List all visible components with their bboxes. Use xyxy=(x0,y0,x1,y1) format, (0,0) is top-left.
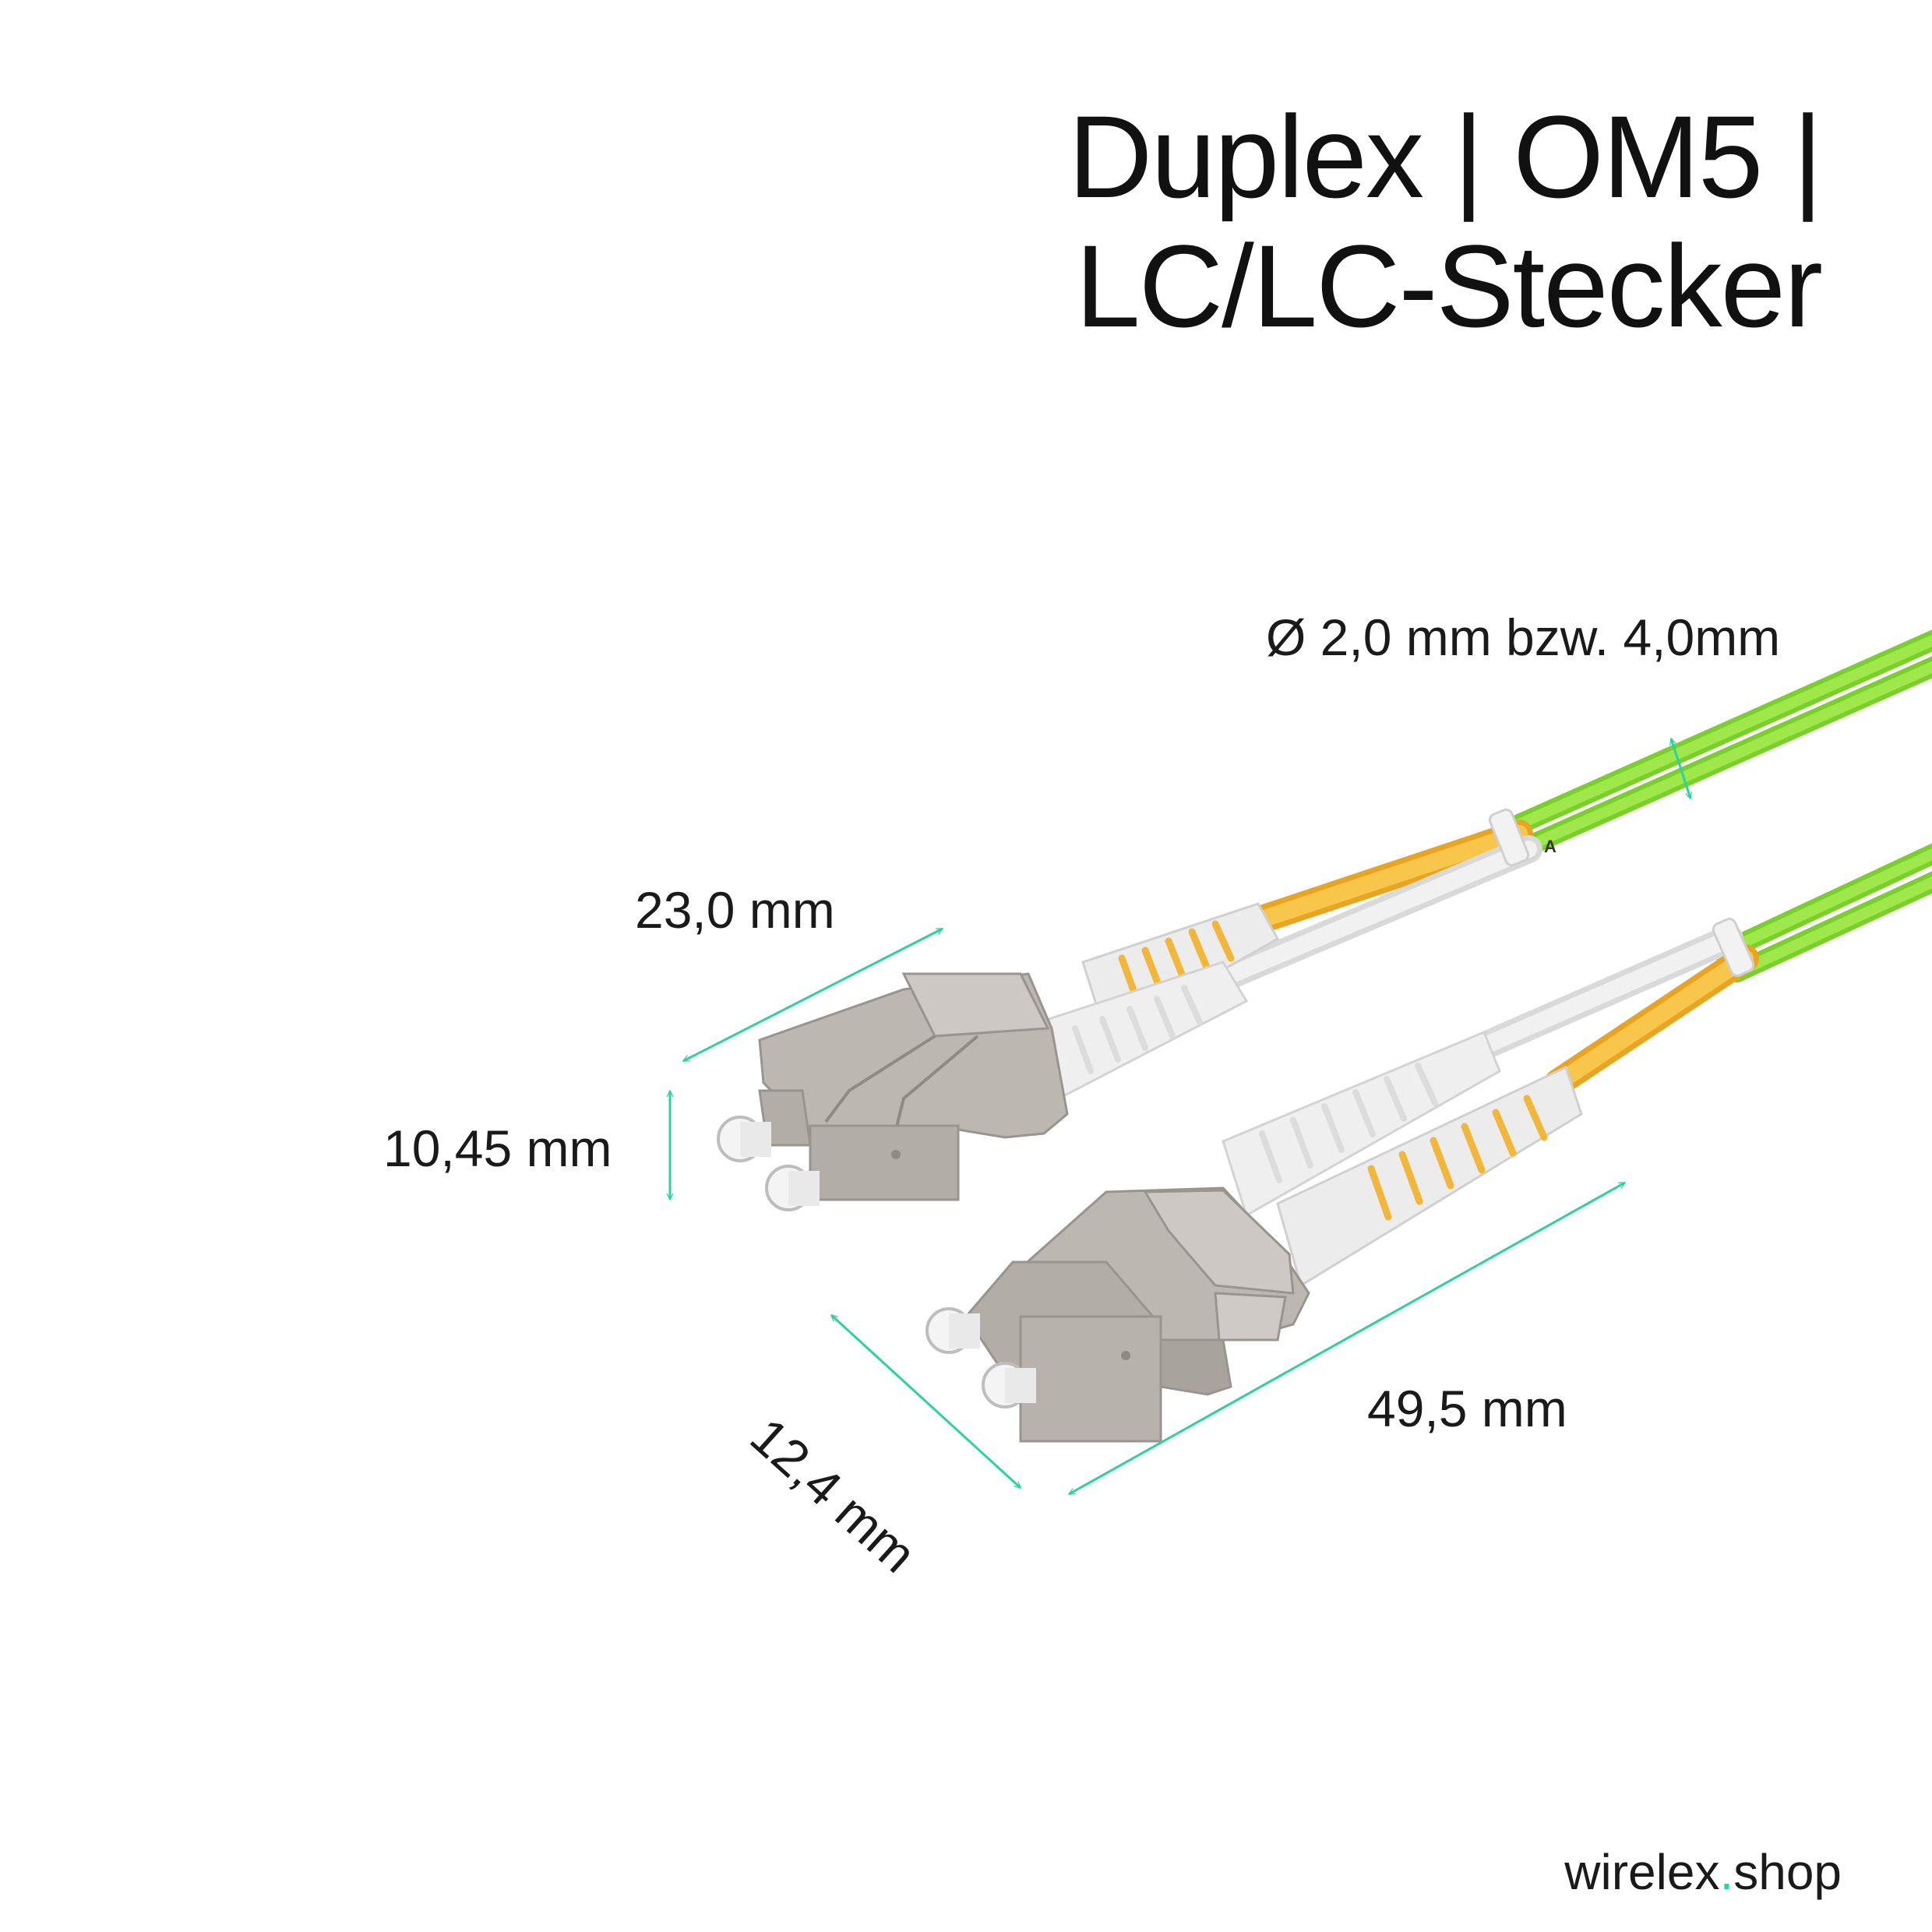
green-cable-lower xyxy=(1713,843,1932,982)
height-label: 10,45 mm xyxy=(383,1119,612,1177)
length-top-label: 23,0 mm xyxy=(635,881,835,939)
cable-clip-upper xyxy=(1488,808,1530,867)
length-top-arrow xyxy=(683,927,943,1063)
green-cable-upper xyxy=(1509,629,1932,856)
length-bottom-label: 49,5 mm xyxy=(1367,1380,1567,1437)
brand-suffix: shop xyxy=(1733,1844,1842,1900)
cable-marker-label: A xyxy=(1544,837,1557,856)
brand-name: wirelex xyxy=(1564,1844,1720,1900)
lower-boot-white xyxy=(1222,1031,1501,1218)
title-line-2: LC/LC-Stecker xyxy=(1075,220,1823,351)
upper-lc-connector xyxy=(717,972,1069,1211)
length-bottom-arrow xyxy=(1069,1181,1625,1496)
page-title: Duplex | OM5 | LC/LC-Stecker xyxy=(1068,91,1823,351)
upper-boot-white xyxy=(1019,961,1249,1109)
title-line-1: Duplex | OM5 | xyxy=(1068,91,1823,222)
upper-fibers xyxy=(1201,820,1542,996)
brand-logo: wirelex.shop xyxy=(1564,1843,1842,1901)
brand-dot: . xyxy=(1719,1844,1734,1900)
lower-fibers xyxy=(1466,925,1759,1097)
diameter-arrow xyxy=(1671,739,1690,799)
diameter-label: Ø 2,0 mm bzw. 4,0mm xyxy=(1266,608,1781,666)
cable-clip-lower xyxy=(1712,918,1755,977)
lower-lc-connector xyxy=(925,1186,1310,1443)
width-arrow xyxy=(831,1313,1021,1490)
